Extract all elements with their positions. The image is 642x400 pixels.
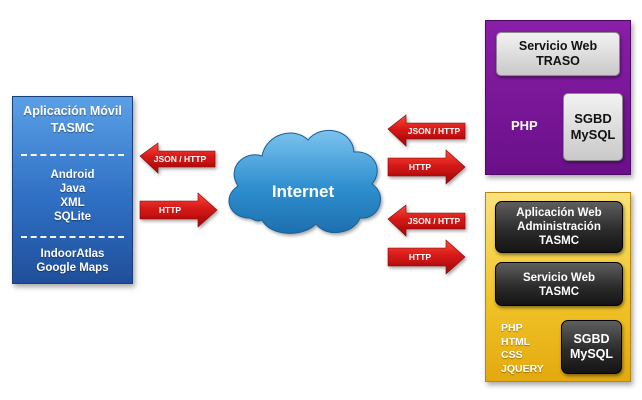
mobile-app-title: Aplicación Móvil TASMC — [13, 103, 132, 137]
arrow-left-json-http — [387, 204, 466, 237]
traso-php-label: PHP — [511, 118, 538, 133]
tasmc-db-line: SGBD — [573, 332, 610, 346]
tasmc-tech-item: HTML — [501, 335, 531, 348]
traso-server-box: Servicio Web TRASO PHP SGBD MySQL — [485, 20, 631, 175]
arrow-label: HTTP — [159, 205, 182, 215]
mobile-library-item: Google Maps — [36, 262, 109, 274]
mobile-app-title-line: Aplicación Móvil — [23, 104, 122, 118]
admin-app-line: TASMC — [538, 235, 580, 247]
traso-service-line: Servicio Web — [518, 39, 598, 53]
admin-app-line: Administración — [517, 221, 601, 233]
mobile-library-item: IndoorAtlas — [40, 248, 105, 260]
mobile-tech-item: Java — [59, 183, 86, 195]
divider — [21, 154, 124, 156]
tasmc-service-line: Servicio Web — [522, 272, 595, 284]
tasmc-web-service-box: Servicio Web TASMC — [495, 262, 623, 306]
arrow-label: JSON / HTTP — [408, 216, 461, 226]
tasmc-database-box: SGBD MySQL — [561, 320, 622, 374]
tasmc-db-line: MySQL — [569, 347, 614, 361]
tasmc-server-box: Aplicación Web Administración TASMC Serv… — [485, 192, 631, 382]
tasmc-admin-app-box: Aplicación Web Administración TASMC — [495, 201, 623, 253]
arrow-left-json-http — [139, 142, 216, 174]
mobile-tech-item: SQLite — [53, 211, 92, 223]
traso-database-box: SGBD MySQL — [563, 93, 623, 161]
tasmc-tech-item: PHP — [501, 322, 523, 334]
internet-cloud — [228, 130, 381, 234]
arrow-right-http — [387, 149, 466, 185]
mobile-tech-list: Android Java XML SQLite — [13, 168, 132, 224]
arrow-right-http — [139, 192, 218, 228]
traso-db-line: MySQL — [570, 127, 616, 142]
arrow-label: HTTP — [409, 162, 432, 172]
arrow-label: JSON / HTTP — [408, 126, 461, 136]
traso-db-line: SGBD — [574, 111, 612, 126]
admin-app-line: Aplicación Web — [516, 207, 602, 219]
arrow-label: JSON / HTTP — [154, 154, 207, 164]
divider — [21, 236, 124, 238]
arrow-left-json-http — [387, 114, 466, 147]
arrow-label: HTTP — [409, 252, 432, 262]
internet-label: Internet — [272, 182, 335, 201]
tasmc-service-line: TASMC — [538, 286, 580, 298]
arrow-right-http — [387, 239, 466, 275]
traso-service-line: TRASO — [536, 54, 580, 68]
tasmc-tech-item: CSS — [501, 349, 523, 361]
tasmc-tech-item: JQUERY — [501, 362, 544, 375]
tasmc-tech-list: PHP HTML CSS JQUERY — [501, 322, 544, 376]
mobile-app-box: Aplicación Móvil TASMC Android Java XML … — [12, 96, 133, 284]
mobile-tech-item: XML — [60, 197, 85, 209]
mobile-app-title-line: TASMC — [50, 121, 95, 135]
mobile-tech-item: Android — [50, 169, 95, 181]
mobile-library-list: IndoorAtlas Google Maps — [13, 247, 132, 275]
traso-web-service-box: Servicio Web TRASO — [496, 32, 620, 76]
